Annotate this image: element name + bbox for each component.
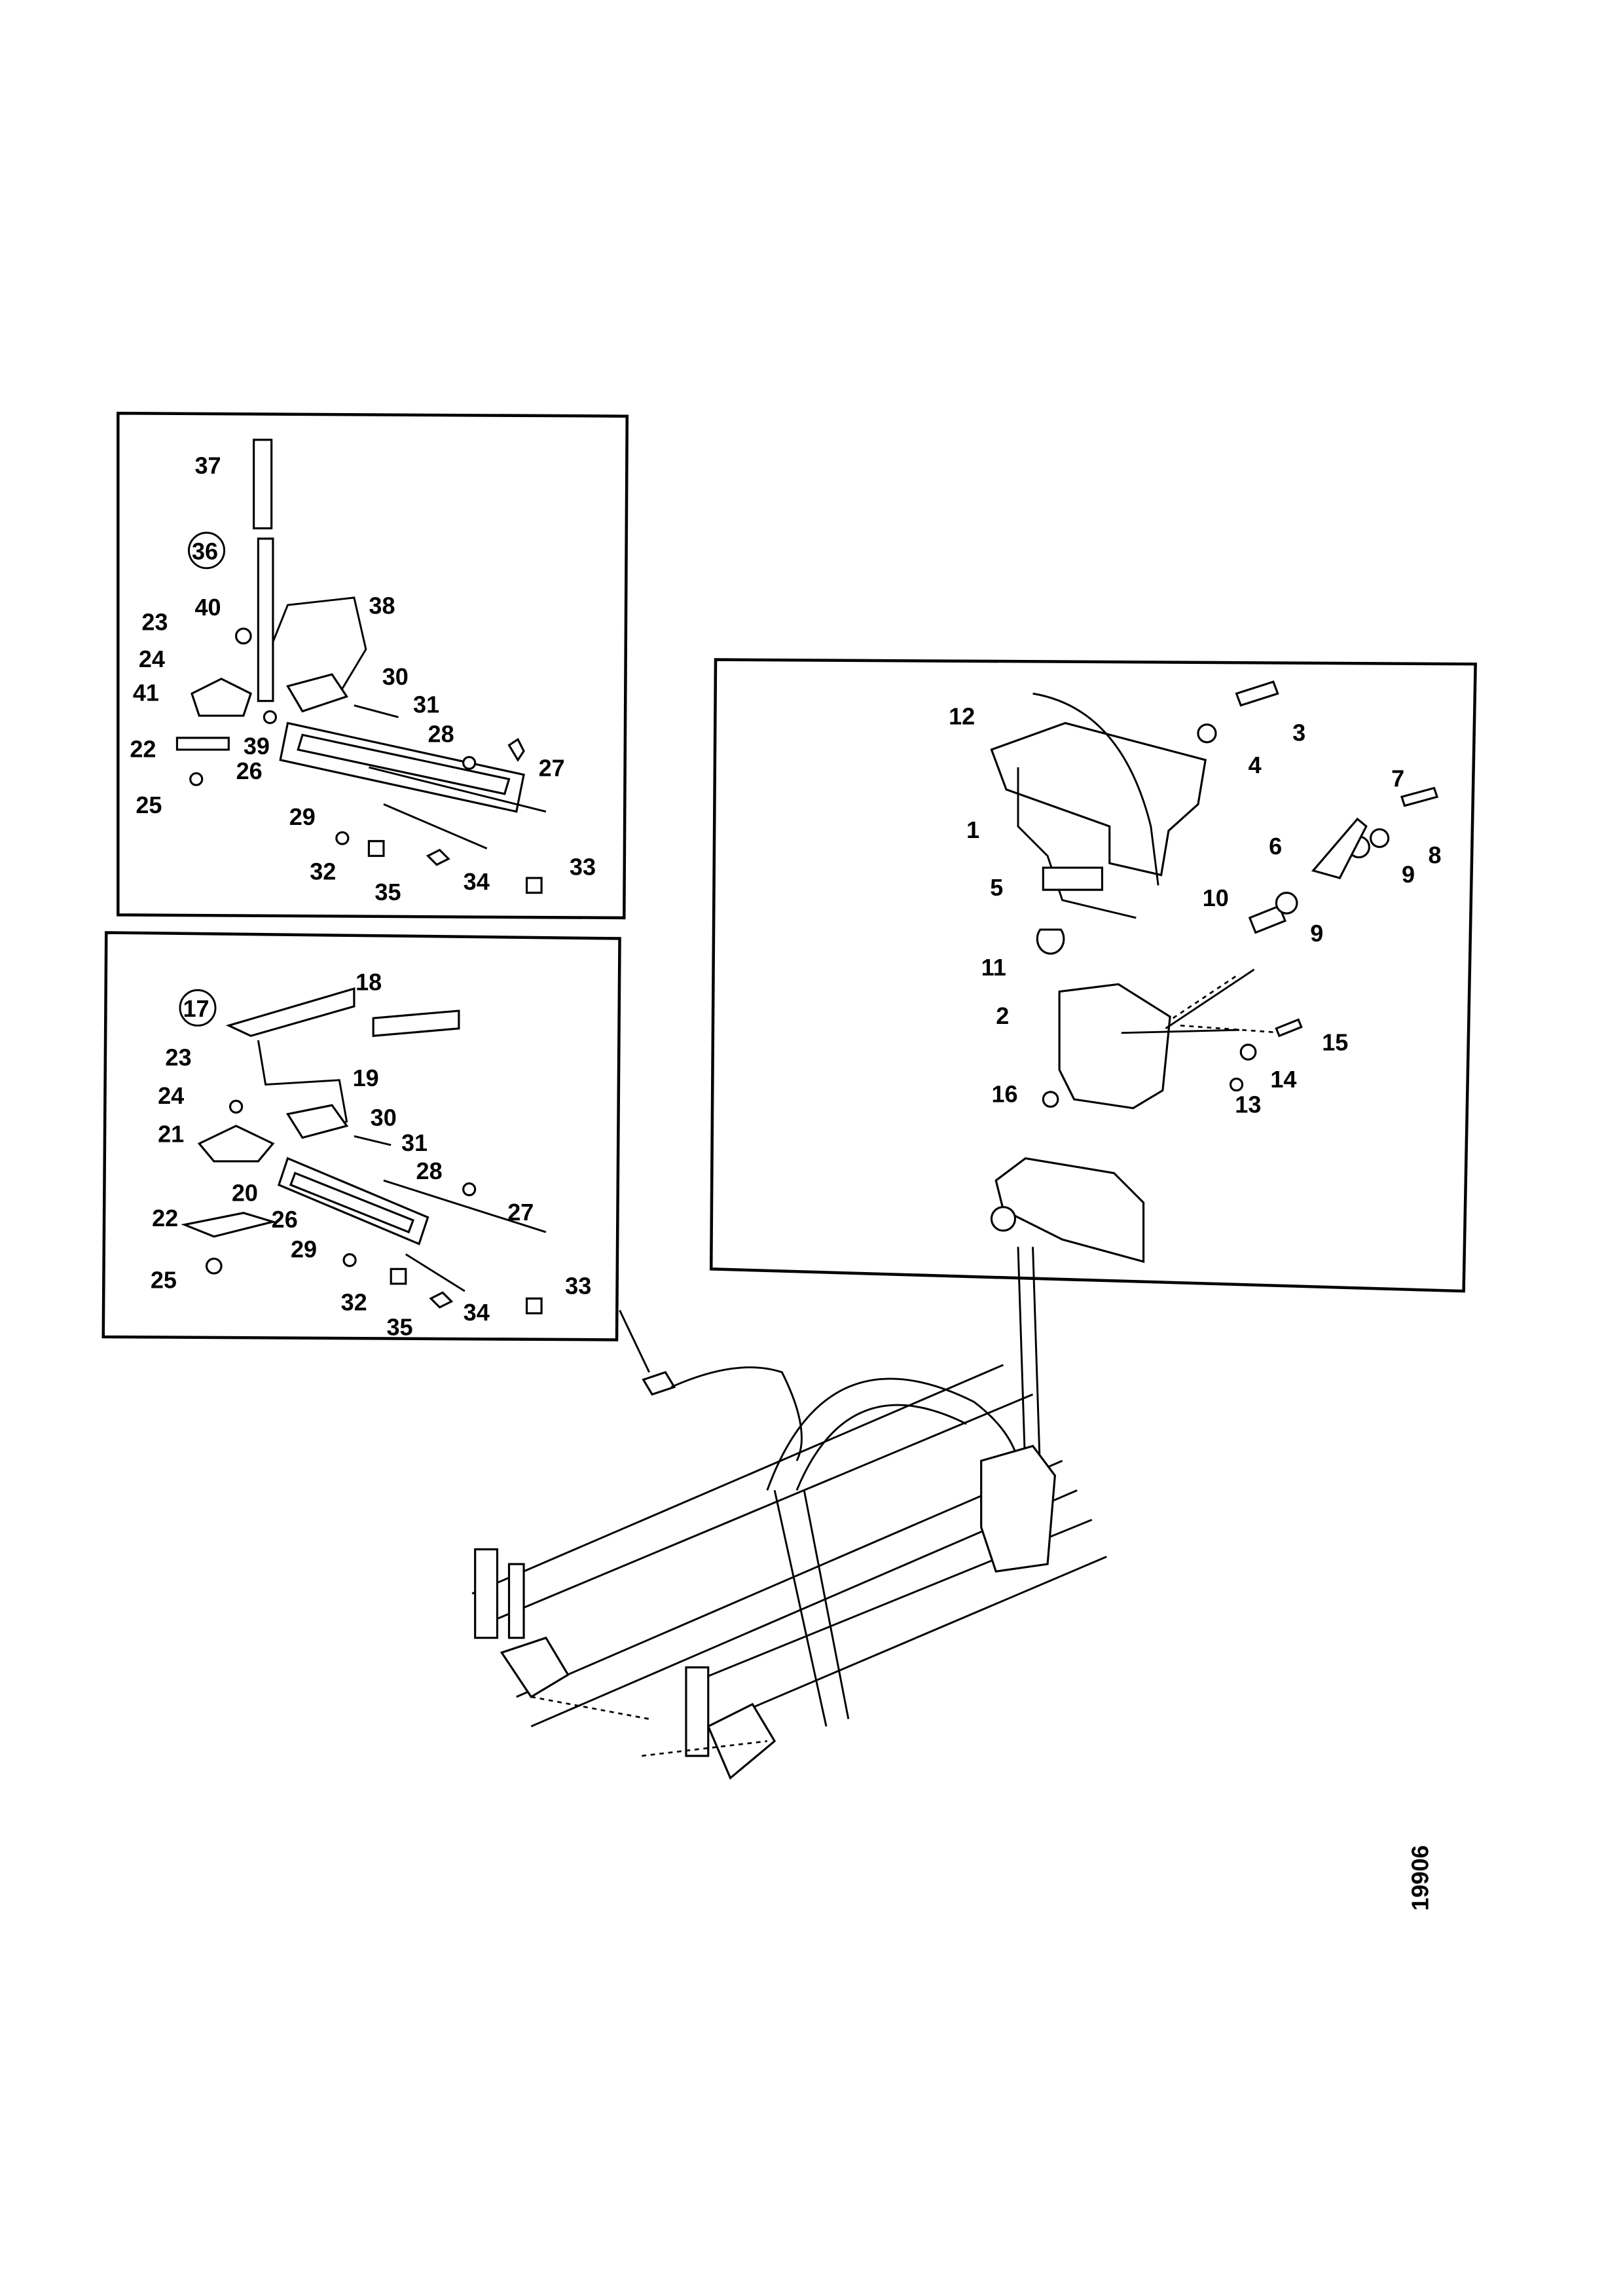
callout-13: 13 <box>1235 1091 1261 1118</box>
callout-7: 7 <box>1391 765 1404 792</box>
callout-27: 27 <box>539 755 565 782</box>
callout-10: 10 <box>1203 884 1229 911</box>
callout-18: 18 <box>356 968 382 995</box>
right-labels: 12 3 4 7 1 6 8 9 5 10 9 11 2 15 14 16 13 <box>949 703 1441 1118</box>
callout-25: 25 <box>151 1267 177 1294</box>
callout-40: 40 <box>194 594 221 621</box>
callout-12: 12 <box>949 703 975 730</box>
callout-19: 19 <box>353 1065 379 1091</box>
callout-16: 16 <box>991 1081 1017 1108</box>
callout-11: 11 <box>981 954 1006 981</box>
callout-8: 8 <box>1429 842 1442 869</box>
lower-left-inset <box>101 931 621 1341</box>
upper-left-labels: 37 36 40 38 23 24 41 30 31 39 28 22 26 2… <box>130 452 596 905</box>
callout-35: 35 <box>386 1314 412 1341</box>
callout-5: 5 <box>990 874 1003 901</box>
callout-33: 33 <box>570 854 596 881</box>
callout-27: 27 <box>507 1199 534 1226</box>
callout-1: 1 <box>966 816 979 843</box>
callout-30: 30 <box>382 663 409 690</box>
callout-9: 9 <box>1402 861 1415 888</box>
callout-20: 20 <box>232 1180 258 1207</box>
callout-22: 22 <box>152 1205 178 1231</box>
callout-32: 32 <box>310 858 336 884</box>
callout-38: 38 <box>369 592 395 619</box>
callout-34: 34 <box>464 868 490 895</box>
figure-number: 19906 <box>1407 1845 1434 1910</box>
callout-23: 23 <box>141 608 168 635</box>
chassis-frame <box>471 1247 1107 1780</box>
callout-24: 24 <box>158 1082 184 1109</box>
callout-34: 34 <box>464 1299 490 1326</box>
callout-31: 31 <box>401 1129 428 1156</box>
callout-39: 39 <box>244 733 270 759</box>
callout-22: 22 <box>130 735 156 762</box>
callout-4: 4 <box>1249 752 1262 778</box>
callout-6: 6 <box>1269 833 1282 860</box>
callout-36: 36 <box>192 538 218 564</box>
right-inset <box>709 658 1477 1293</box>
callout-35: 35 <box>374 879 401 905</box>
callout-3: 3 <box>1292 719 1305 746</box>
callout-25: 25 <box>136 792 162 818</box>
callout-28: 28 <box>428 721 454 748</box>
callout-30: 30 <box>371 1104 397 1131</box>
callout-29: 29 <box>291 1235 317 1262</box>
callout-32: 32 <box>341 1288 367 1315</box>
callout-21: 21 <box>158 1120 184 1147</box>
callout-14: 14 <box>1270 1066 1296 1093</box>
lower-left-labels: 17 18 19 23 24 30 21 31 28 20 27 22 26 2… <box>151 968 591 1340</box>
callout-31: 31 <box>413 691 439 718</box>
callout-33: 33 <box>565 1273 591 1300</box>
callout-24: 24 <box>139 646 165 672</box>
callout-29: 29 <box>289 803 316 830</box>
callout-28: 28 <box>416 1157 443 1184</box>
callout-26: 26 <box>236 757 263 784</box>
callout-15: 15 <box>1322 1029 1348 1056</box>
callout-41: 41 <box>133 680 159 706</box>
callout-23: 23 <box>165 1044 191 1070</box>
upper-left-inset <box>117 411 629 920</box>
callout-26: 26 <box>272 1206 298 1233</box>
callout-2: 2 <box>996 1002 1009 1029</box>
callout-17: 17 <box>183 995 209 1022</box>
callout-37: 37 <box>194 452 221 479</box>
callout-9b: 9 <box>1310 920 1323 947</box>
